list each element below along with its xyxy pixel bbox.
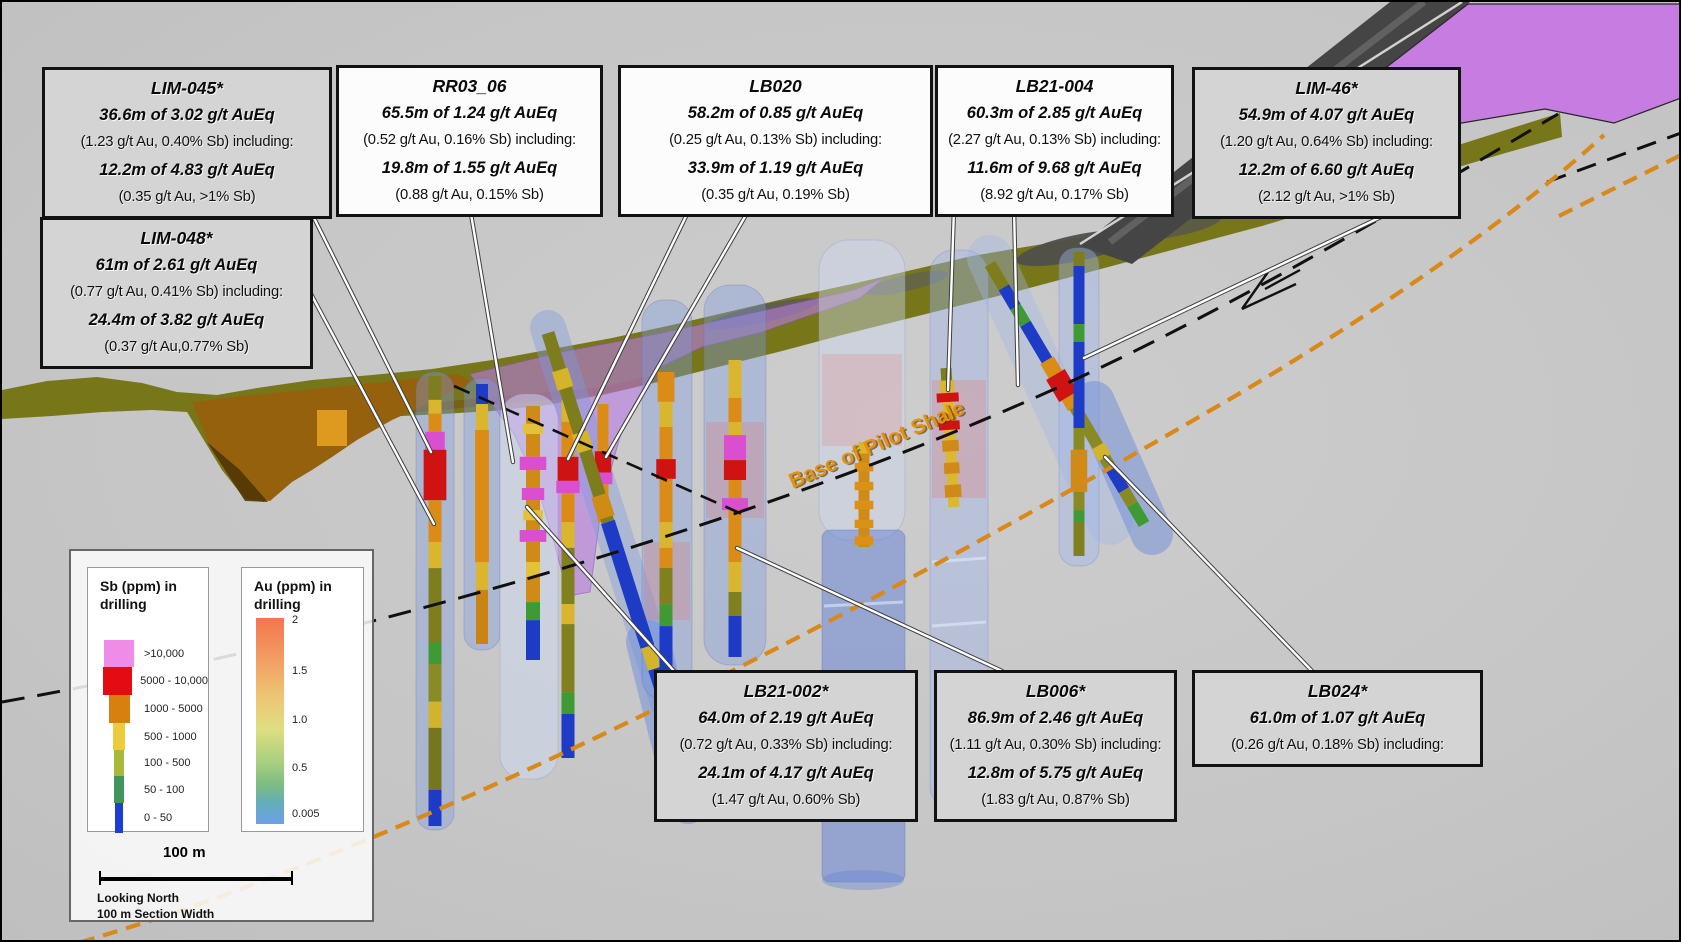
hole-9-beaded-interval [941, 439, 960, 452]
hole-9-beaded-interval [947, 496, 960, 508]
au-tick: 0.5 [292, 762, 308, 774]
hole-10-inclined-interval [1040, 356, 1063, 379]
hole-10-inclined-interval [984, 260, 1010, 291]
hole-10-inclined-interval [998, 284, 1021, 310]
hole-9-beaded-interval [945, 451, 957, 463]
canyon-highlight [317, 410, 347, 446]
hole-9-beaded-interval [938, 420, 960, 431]
hole-10-inclined-interval [1127, 501, 1150, 528]
sb-color-swatch [115, 803, 123, 833]
callout-lb21-004: LB21-004 60.3m of 2.85 g/t AuEq (2.27 g/… [935, 65, 1174, 217]
hole-9-beaded-interval [942, 401, 955, 415]
hole-id: LB21-004 [1015, 76, 1094, 96]
hole-9-beaded-interval [944, 484, 962, 498]
leader-lines [304, 201, 1403, 674]
sb-color-swatch [108, 695, 130, 723]
hole-id: LB020 [749, 76, 802, 96]
section-width-label: 100 m Section Width [97, 907, 215, 921]
callout-lb024: LB024* 61.0m of 1.07 g/t AuEq (0.26 g/t … [1192, 670, 1483, 767]
hole-5-inclined-interval [541, 331, 615, 524]
sb-class-row: 100 - 500 [88, 750, 208, 776]
sb-class-row: >10,000 [88, 640, 208, 667]
callout-lb006: LB006* 86.9m of 2.46 g/t AuEq (1.11 g/t … [934, 670, 1177, 822]
sb-class-row: 500 - 1000 [88, 723, 208, 750]
sb-color-swatch [113, 723, 125, 750]
sb-color-swatch [114, 750, 124, 776]
hole-id: LIM-46* [1295, 78, 1358, 98]
sb-class-row: 0 - 50 [88, 803, 208, 833]
sb-class-row: 5000 - 10,000 [88, 667, 208, 695]
callout-rr03-06: RR03_06 65.5m of 1.24 g/t AuEq (0.52 g/t… [336, 65, 603, 217]
hole-10-inclined-interval [1106, 466, 1130, 494]
au-tick: 1.5 [292, 665, 308, 677]
sb-class-row: 50 - 100 [88, 776, 208, 803]
looking-north-label: Looking North [97, 891, 179, 905]
callout-lim-46: LIM-46* 54.9m of 4.07 g/t AuEq (1.20 g/t… [1192, 67, 1461, 219]
callout-lb21-002: LB21-002* 64.0m of 2.19 g/t AuEq (0.72 g… [654, 670, 918, 822]
hole-9-beaded-interval [946, 473, 959, 486]
au-gradient-bar [256, 618, 284, 824]
hole-id: LB006* [1025, 681, 1086, 701]
callout-lim045: LIM-045* 36.6m of 3.02 g/t AuEq (1.23 g/… [42, 67, 332, 219]
scale-bar [99, 871, 293, 885]
hole-id: LB21-002* [743, 681, 829, 701]
sb-color-swatch [102, 667, 132, 695]
callout-lb020: LB020 58.2m of 0.85 g/t AuEq (0.25 g/t A… [618, 65, 933, 217]
hole-id: LIM-048* [140, 228, 213, 248]
au-tick: 0.005 [292, 808, 320, 820]
scale-bar-label: 100 m [163, 844, 206, 861]
movement-arrow-icon [1241, 268, 1301, 311]
sb-class-row: 1000 - 5000 [88, 695, 208, 723]
au-tick: 2 [292, 614, 299, 626]
hole-id: RR03_06 [432, 76, 507, 96]
hole-9-beaded-interval [943, 462, 960, 475]
drill-interval-traces [423, 252, 1150, 826]
hole-5-inclined-interval [601, 519, 655, 649]
hole-id: LB024* [1307, 681, 1368, 701]
hole-10-inclined-interval [1020, 320, 1053, 364]
sb-color-swatch [114, 776, 124, 803]
au-tick: 1.0 [292, 714, 308, 726]
hole-9-beaded-interval [936, 392, 959, 403]
hole-10-inclined-interval [1118, 487, 1138, 508]
hole-5-inclined-interval [551, 367, 574, 391]
callout-lim-048: LIM-048* 61m of 2.61 g/t AuEq (0.77 g/t … [40, 217, 313, 369]
sb-color-swatch [104, 640, 134, 667]
hole-10-inclined-interval [1046, 368, 1078, 403]
hole-5-inclined-interval [641, 644, 661, 671]
hole-id: LIM-045* [151, 78, 223, 98]
hole-5-inclined-interval [591, 492, 615, 521]
